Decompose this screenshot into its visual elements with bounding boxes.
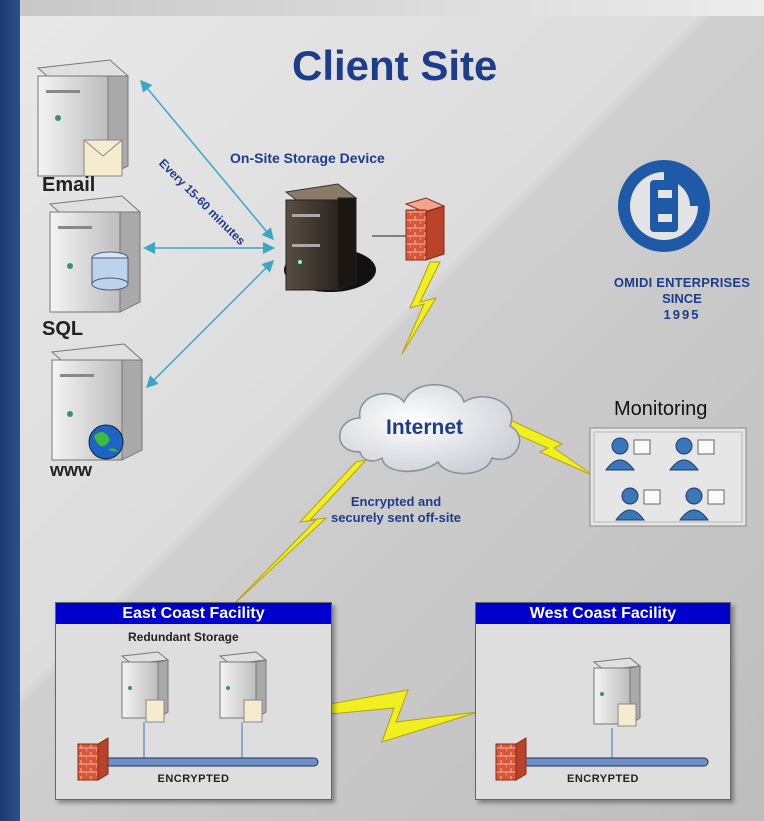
page-title: Client Site (292, 42, 498, 89)
west-server-icon (592, 657, 642, 727)
email-sync-arrow (140, 79, 274, 241)
monitoring-panel (589, 427, 747, 527)
left-accent-bar (0, 0, 20, 821)
top-strip (0, 0, 764, 16)
east-facility-title: East Coast Facility (56, 603, 331, 624)
west-firewall-icon (495, 737, 527, 781)
internet-cloud-icon (339, 384, 521, 475)
west-encrypted-label: ENCRYPTED (567, 773, 639, 785)
east-server-1-icon (120, 651, 170, 723)
east-firewall-icon (77, 737, 109, 781)
web-server-icon (50, 343, 144, 461)
www-sync-arrow (145, 259, 275, 389)
west-coast-facility: West Coast Facility ENCRYPTED (475, 602, 731, 800)
encryption-note: Encrypted and securely sent off-site (330, 494, 462, 525)
sql-server-icon (48, 195, 142, 313)
logo-year: 1995 (663, 307, 701, 322)
sql-server-label: SQL (42, 318, 84, 340)
omidi-logo-icon (618, 160, 710, 252)
logo-company-name: OMIDI ENTERPRISES (613, 275, 751, 290)
storage-device-icon (284, 183, 376, 292)
east-server-2-icon (218, 651, 268, 723)
firewall-internet-link (401, 261, 441, 355)
east-west-link (329, 689, 479, 743)
redundant-storage-label: Redundant Storage (128, 630, 239, 644)
internet-label: Internet (386, 416, 464, 439)
client-firewall-icon (404, 197, 446, 261)
web-server-label: www (50, 460, 93, 480)
west-facility-network (495, 657, 709, 781)
email-server-icon (36, 59, 130, 177)
east-facility-network (77, 651, 319, 781)
east-coast-facility: East Coast Facility (55, 602, 332, 800)
logo-since: SINCE (662, 291, 702, 306)
west-facility-title: West Coast Facility (476, 603, 730, 624)
storage-device-label: On-Site Storage Device (230, 150, 385, 166)
internet-east-link (231, 459, 368, 607)
west-network-bus (519, 757, 709, 767)
east-encrypted-label: ENCRYPTED (157, 773, 230, 785)
email-server-label: Email (42, 174, 96, 196)
internet-monitoring-link (501, 417, 595, 477)
east-network-bus (101, 757, 319, 767)
monitoring-label: Monitoring (614, 398, 708, 420)
